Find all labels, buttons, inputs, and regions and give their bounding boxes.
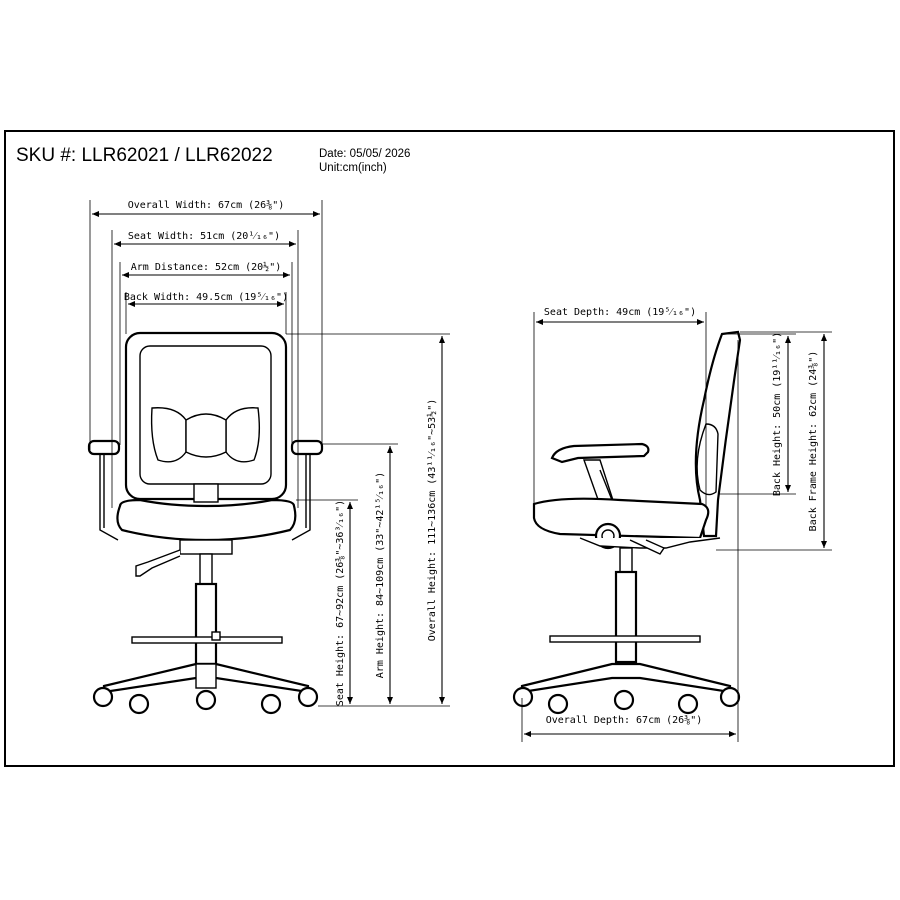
seat-width-label: Seat Width: 51cm (20¹⁄₁₆") [128,231,280,242]
side-view-chair [512,330,742,715]
arm-height-label: Arm Height: 84~109cm (33"~42¹⁵⁄₁₆") [375,472,386,678]
back-frame-height-label: Back Frame Height: 62cm (24⅜") [807,351,819,532]
front-back-support-left [150,407,187,463]
front-back-support-right [225,407,261,463]
front-gas-lever [135,549,181,577]
front-armrest-left [87,439,121,456]
front-armrest-right [290,439,324,456]
side-caster-3 [613,689,635,711]
front-caster-1 [92,686,114,708]
side-caster-5 [719,686,741,708]
seat-height-label: Seat Height: 67~92cm (26⅜"~36³⁄₁₆") [334,500,346,706]
front-footring [131,636,283,644]
front-cylinder-top [199,553,213,585]
side-footring [549,635,701,643]
side-caster-1 [512,686,534,708]
sku-title: SKU #: LLR62021 / LLR62022 [16,145,273,166]
front-back-post [193,483,219,503]
side-cylinder [614,570,638,664]
front-base-hub [195,663,217,689]
side-dimensions: Seat Depth: 49cm (19⁵⁄₁₆") Back Height: … [521,307,832,742]
back-width-label: Back Width: 49.5cm (19⁵⁄₁₆") [124,292,288,303]
side-lumbar-support [696,423,719,496]
seat-depth-label: Seat Depth: 49cm (19⁵⁄₁₆") [544,307,696,318]
front-arm-post-left [99,454,119,541]
overall-height-label: Overall Height: 111~136cm (43¹¹⁄₁₆"~53½"… [426,399,438,642]
front-back-support-center [185,413,227,458]
front-view-chair [87,331,324,715]
side-caster-4 [677,693,699,715]
side-base [520,662,732,694]
side-cylinder-top [619,547,633,573]
front-caster-2 [128,693,150,715]
overall-depth-label: Overall Depth: 67cm (26⅜") [546,714,703,726]
side-lever [629,539,666,555]
front-caster-3 [195,689,217,711]
back-height-label: Back Height: 50cm (19¹¹⁄₁₆") [772,332,783,496]
unit-note: Unit:cm(inch) [319,162,387,174]
front-caster-4 [260,693,282,715]
front-dimensions: Overall Width: 67cm (26⅜") Seat Width: 5… [89,199,450,707]
drawing-date: Date: 05/05/ 2026 [319,148,411,160]
drawing-frame [4,130,895,767]
side-caster-2 [547,693,569,715]
front-mechanism [179,539,233,555]
front-seat [116,498,297,542]
front-footring-knob [211,631,221,641]
front-arm-post-right [291,454,311,541]
front-caster-5 [297,686,319,708]
front-cylinder [194,582,218,666]
side-seat [532,497,710,540]
side-armrest-pad [550,442,650,464]
arm-distance-label: Arm Distance: 52cm (20½") [131,261,282,273]
overall-width-label: Overall Width: 67cm (26⅜") [128,199,285,211]
